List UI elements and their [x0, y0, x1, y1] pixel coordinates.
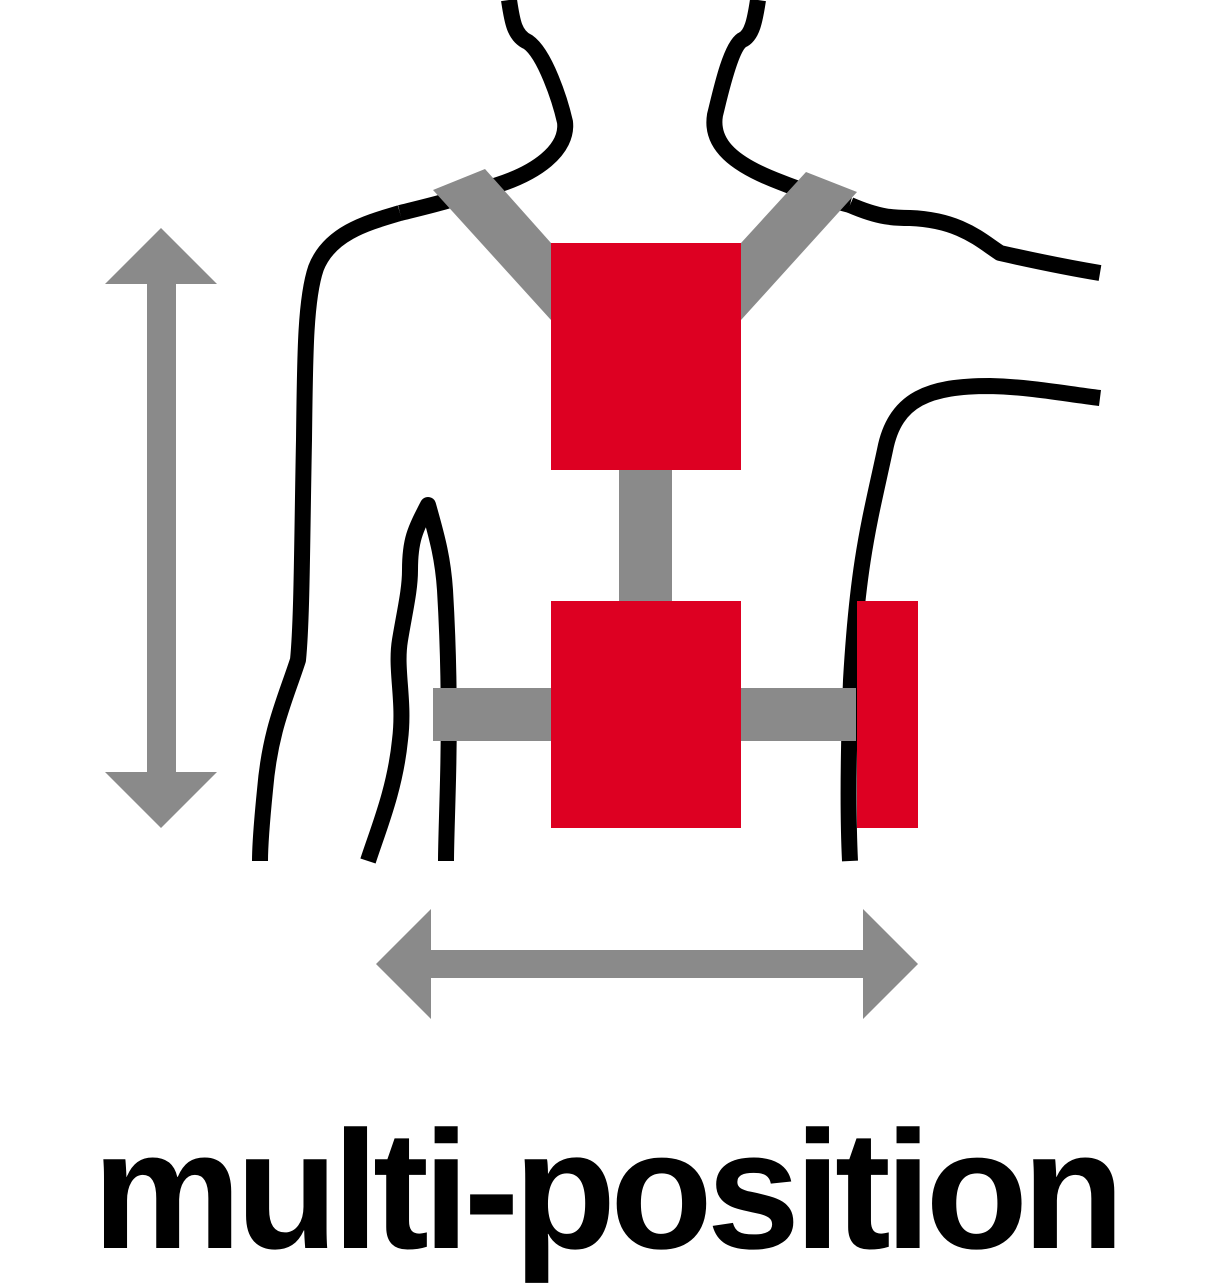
left-torso-outline	[360, 497, 457, 864]
body-outline	[252, 0, 1102, 864]
center-vertical-strap	[619, 470, 672, 601]
arrow-shape	[376, 909, 918, 1019]
vertical-adjust-arrow-icon	[105, 228, 217, 828]
horizontal-adjust-arrow-icon	[376, 909, 918, 1019]
waist-strap-right	[741, 688, 856, 741]
arrow-shape	[105, 228, 217, 828]
left-shoulder-arm-outline	[252, 205, 403, 862]
right-torso-outline	[840, 378, 1101, 862]
right-shoulder-strap	[741, 172, 857, 320]
side-pouch	[857, 601, 918, 828]
neck-right-outline	[706, 0, 852, 213]
pouches	[551, 243, 918, 828]
waist-pouch	[551, 601, 741, 828]
caption-text: multi-position	[92, 1096, 1124, 1284]
harness-straps	[433, 169, 857, 741]
left-shoulder-strap	[433, 169, 551, 320]
chest-pouch	[551, 243, 741, 470]
right-shoulder-arm-outline	[846, 197, 1102, 281]
waist-strap-left	[433, 688, 551, 741]
